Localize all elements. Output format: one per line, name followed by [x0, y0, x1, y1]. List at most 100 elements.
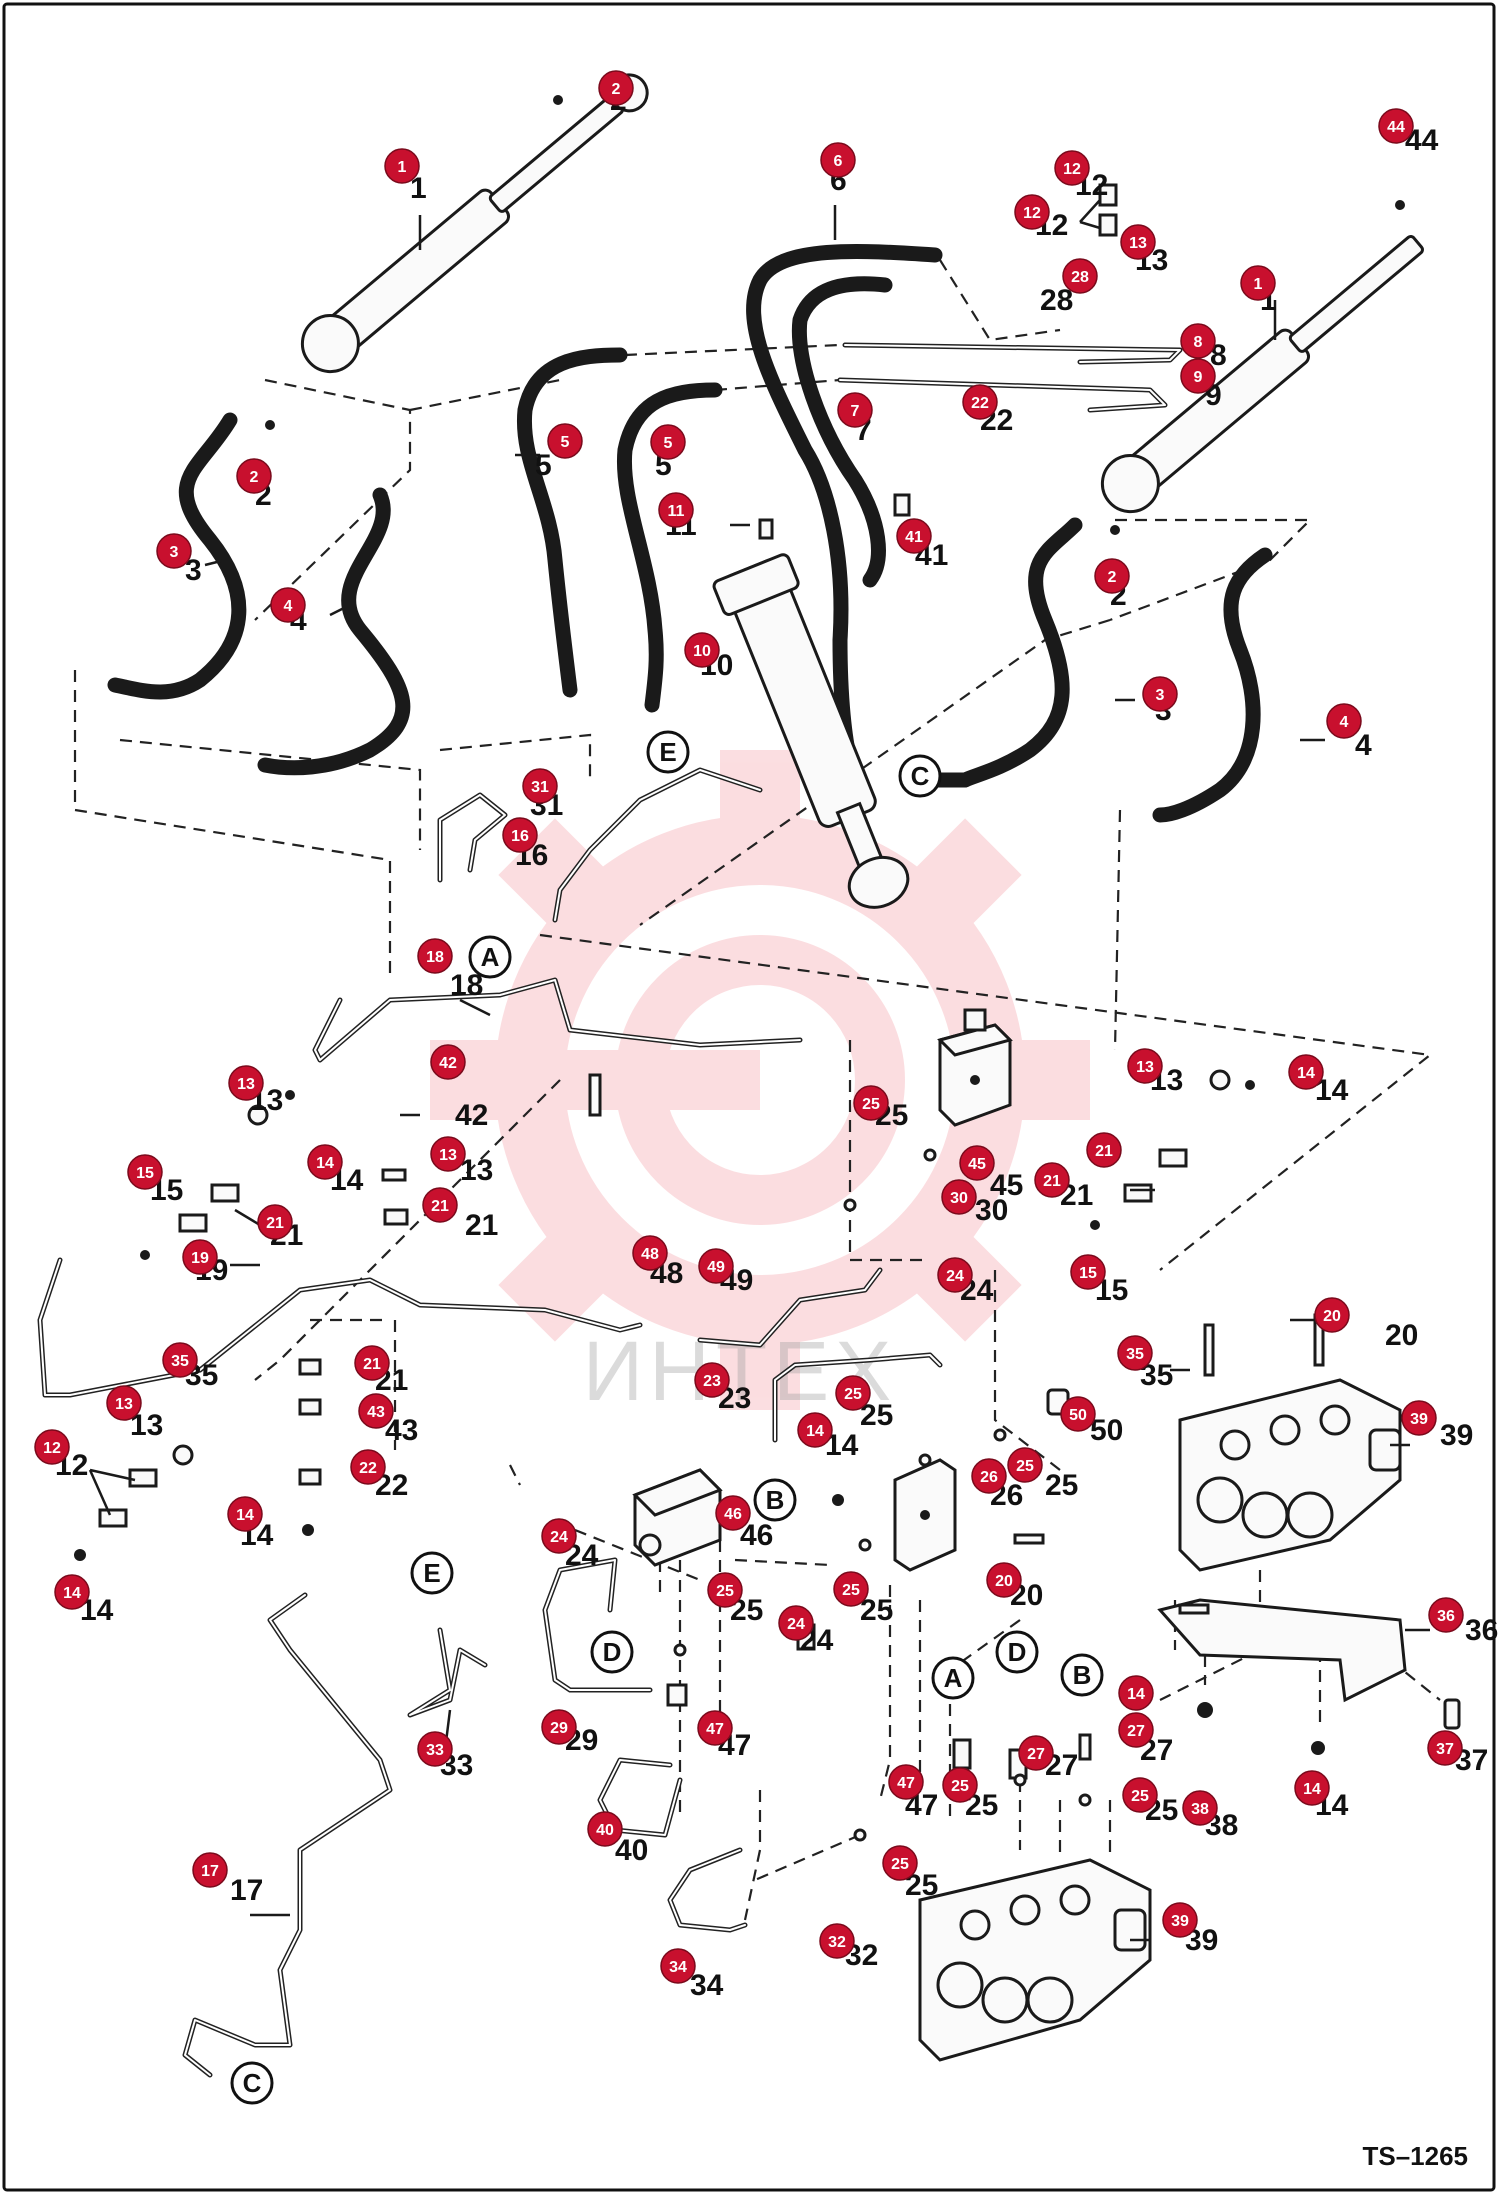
callout-13: 13 [1120, 224, 1156, 260]
part-number-18: 18 [450, 969, 483, 1002]
callout-badge [354, 1345, 390, 1381]
callout-number: 2 [250, 469, 259, 486]
callout-26: 26 [971, 1458, 1007, 1494]
callout-badge [882, 1845, 918, 1881]
callout-46: 46 [715, 1495, 751, 1531]
control-valve-39-top [1178, 1378, 1402, 1572]
callout-number: 3 [170, 544, 179, 561]
callout-number: 43 [367, 1404, 385, 1421]
callout-badge [1180, 323, 1216, 359]
callout-number: 14 [236, 1507, 254, 1524]
callout-badge [162, 1342, 198, 1378]
callout-number: 13 [237, 1076, 255, 1093]
callout-badge [833, 1571, 869, 1607]
hoses [107, 243, 1273, 823]
callout-18: 18 [417, 938, 453, 974]
callout-badge [1288, 1054, 1324, 1090]
callout-badge [106, 1385, 142, 1421]
callout-badge [1086, 1132, 1122, 1168]
callout-1: 1 [1240, 265, 1276, 301]
callout-number: 29 [550, 1720, 568, 1737]
reference-letter: B [1073, 1660, 1092, 1690]
callout-number: 25 [862, 1096, 880, 1113]
reference-b-2: B [1060, 1653, 1104, 1697]
reference-a-1: A [468, 935, 512, 979]
callout-39: 39 [1162, 1902, 1198, 1938]
callout-43: 43 [358, 1393, 394, 1429]
callout-number: 47 [897, 1775, 915, 1792]
callout-badge [1326, 703, 1362, 739]
callout-9: 9 [1180, 358, 1216, 394]
callout-number: 1 [1254, 276, 1263, 293]
hose-5-left [516, 347, 628, 698]
callout-badge [1142, 676, 1178, 712]
callout-badge [698, 1248, 734, 1284]
callout-number: 38 [1191, 1801, 1209, 1818]
callout-number: 14 [1303, 1781, 1321, 1798]
callout-badge [896, 518, 932, 554]
reference-c-2: C [230, 2061, 274, 2105]
callout-19: 19 [182, 1239, 218, 1275]
callout-number: 25 [891, 1856, 909, 1873]
callout-5: 5 [547, 423, 583, 459]
part-number-40: 40 [615, 1834, 648, 1867]
callout-number: 11 [668, 503, 685, 520]
callout-15: 15 [127, 1154, 163, 1190]
callout-16: 16 [502, 817, 538, 853]
callout-number: 26 [980, 1469, 998, 1486]
callout-number: 25 [1131, 1788, 1149, 1805]
callout-25: 25 [942, 1767, 978, 1803]
callout-number: 48 [641, 1246, 659, 1263]
bracket-36 [1157, 1598, 1407, 1703]
callout-badge [1427, 1730, 1463, 1766]
callout-badge [1120, 224, 1156, 260]
callout-number: 42 [439, 1055, 457, 1072]
callout-11: 11 [658, 492, 694, 528]
callout-badge [34, 1429, 70, 1465]
part-number-36: 36 [1465, 1614, 1498, 1647]
callout-badge [820, 142, 856, 178]
callout-badge [587, 1811, 623, 1847]
callout-badge [522, 768, 558, 804]
callout-12: 12 [34, 1429, 70, 1465]
callout-number: 13 [1136, 1059, 1154, 1076]
callout-badge [227, 1496, 263, 1532]
callout-badge [986, 1562, 1022, 1598]
callout-badge [1122, 1777, 1158, 1813]
callout-badge [1428, 1597, 1464, 1633]
callout-badge [942, 1767, 978, 1803]
callout-number: 12 [1023, 205, 1041, 222]
callout-30: 30 [941, 1179, 977, 1215]
callout-number: 21 [1095, 1143, 1113, 1160]
callout-10: 10 [684, 632, 720, 668]
hose-3-right [957, 517, 1083, 788]
callout-badge [1314, 1297, 1350, 1333]
callout-badge [797, 1412, 833, 1448]
part-number-28: 28 [1040, 284, 1073, 317]
callout-badge [959, 1145, 995, 1181]
callout-badge [1162, 1902, 1198, 1938]
callout-25: 25 [707, 1572, 743, 1608]
reference-letter: C [911, 761, 930, 791]
callout-38: 38 [1182, 1790, 1218, 1826]
callout-4: 4 [270, 587, 306, 623]
callout-number: 44 [1387, 119, 1405, 136]
callout-number: 39 [1171, 1913, 1189, 1930]
callout-badge [182, 1239, 218, 1275]
tubes [37, 342, 1183, 2078]
callout-25: 25 [835, 1375, 871, 1411]
callout-number: 33 [426, 1742, 444, 1759]
reference-letter: B [766, 1485, 785, 1515]
callout-20: 20 [1314, 1297, 1350, 1333]
callout-number: 22 [971, 395, 989, 412]
callout-number: 14 [1297, 1065, 1315, 1082]
callout-number: 13 [115, 1396, 133, 1413]
callout-badge [54, 1574, 90, 1610]
callout-number: 16 [511, 828, 529, 845]
valve-45 [937, 1008, 1013, 1127]
callout-14: 14 [307, 1144, 343, 1180]
part-number-39: 39 [1440, 1419, 1473, 1452]
callout-24: 24 [778, 1605, 814, 1641]
control-valve-39-bottom [918, 1858, 1152, 2062]
